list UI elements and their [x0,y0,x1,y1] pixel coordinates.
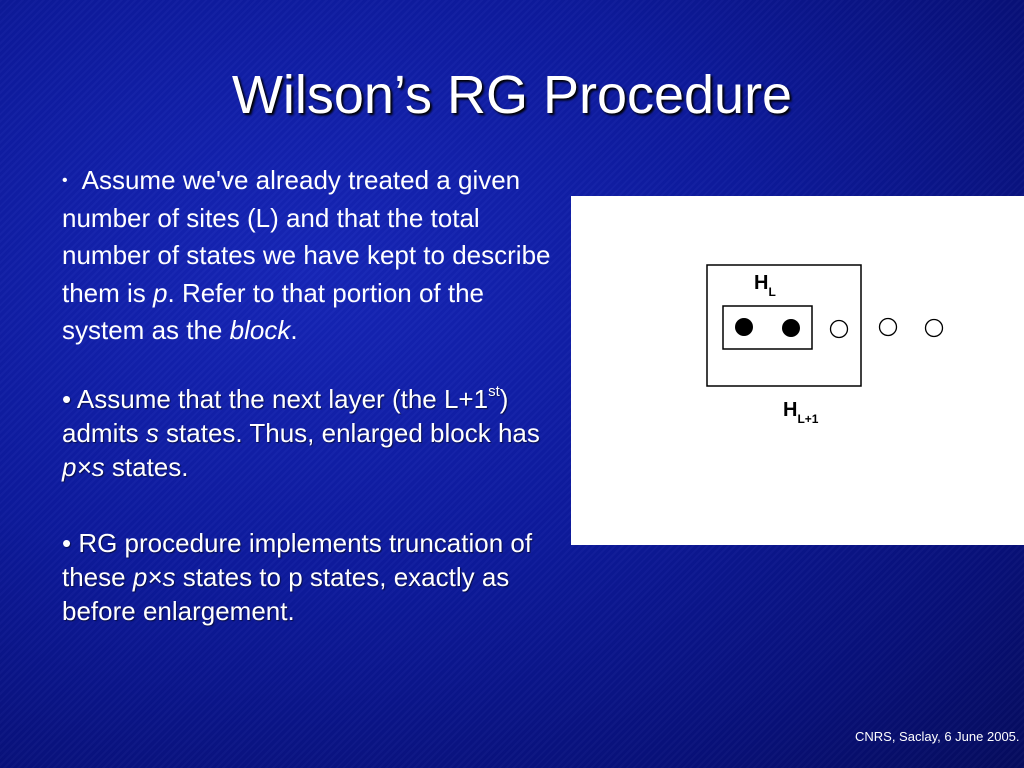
bullet3-var-pxs: p×s [132,561,176,592]
bullet2-var-pxs: p×s [62,451,105,482]
bullet2-text-end: states. [104,451,189,482]
filled-site [782,319,800,337]
bullet-block-definition: •Assume we've already treated a given nu… [62,162,552,350]
open-site [878,317,898,337]
block-diagram-panel: HL HL+1 [571,196,1024,545]
bullet2-superscript: st [488,382,500,400]
bullet3-text-after: states to p states, exactly as before en… [62,561,510,626]
open-site [924,318,944,338]
open-site [829,319,849,339]
bullet1-var-p: p [153,277,168,308]
label-h-l-plus-1: HL+1 [783,399,819,426]
label-h-l: HL [754,272,776,299]
bullet-truncation: • RG procedure implements truncation of … [62,526,552,628]
bullet3-text-before: • RG procedure implements truncation of … [62,527,533,592]
bullet2-text-before: • Assume that the next layer (the L+1 [62,383,489,414]
bullet1-text-middle: . Refer to that portion of the system as… [62,277,485,346]
bullet-next-layer: • Assume that the next layer (the L+1st)… [62,382,552,484]
bullet2-text-after-s: states. Thus, enlarged block has [158,417,540,448]
bullet1-text-before: Assume we've already treated a given num… [62,165,551,308]
bullet-marker: • [62,172,68,189]
bullet1-block-word: block [229,315,291,345]
enlarged-block-box [706,264,862,387]
block-diagram: HL HL+1 [706,264,944,426]
bullet2-text-middle: ) admits [62,383,509,448]
bullet-list: •Assume we've already treated a given nu… [62,162,552,628]
footer-credit: CNRS, Saclay, 6 June 2005. [855,729,1020,744]
bullet1-text-after: . [290,315,298,345]
slide-title: Wilson’s RG Procedure [231,65,793,125]
filled-site [735,318,753,336]
block-box [722,305,813,350]
bullet2-var-s: s [145,417,159,448]
